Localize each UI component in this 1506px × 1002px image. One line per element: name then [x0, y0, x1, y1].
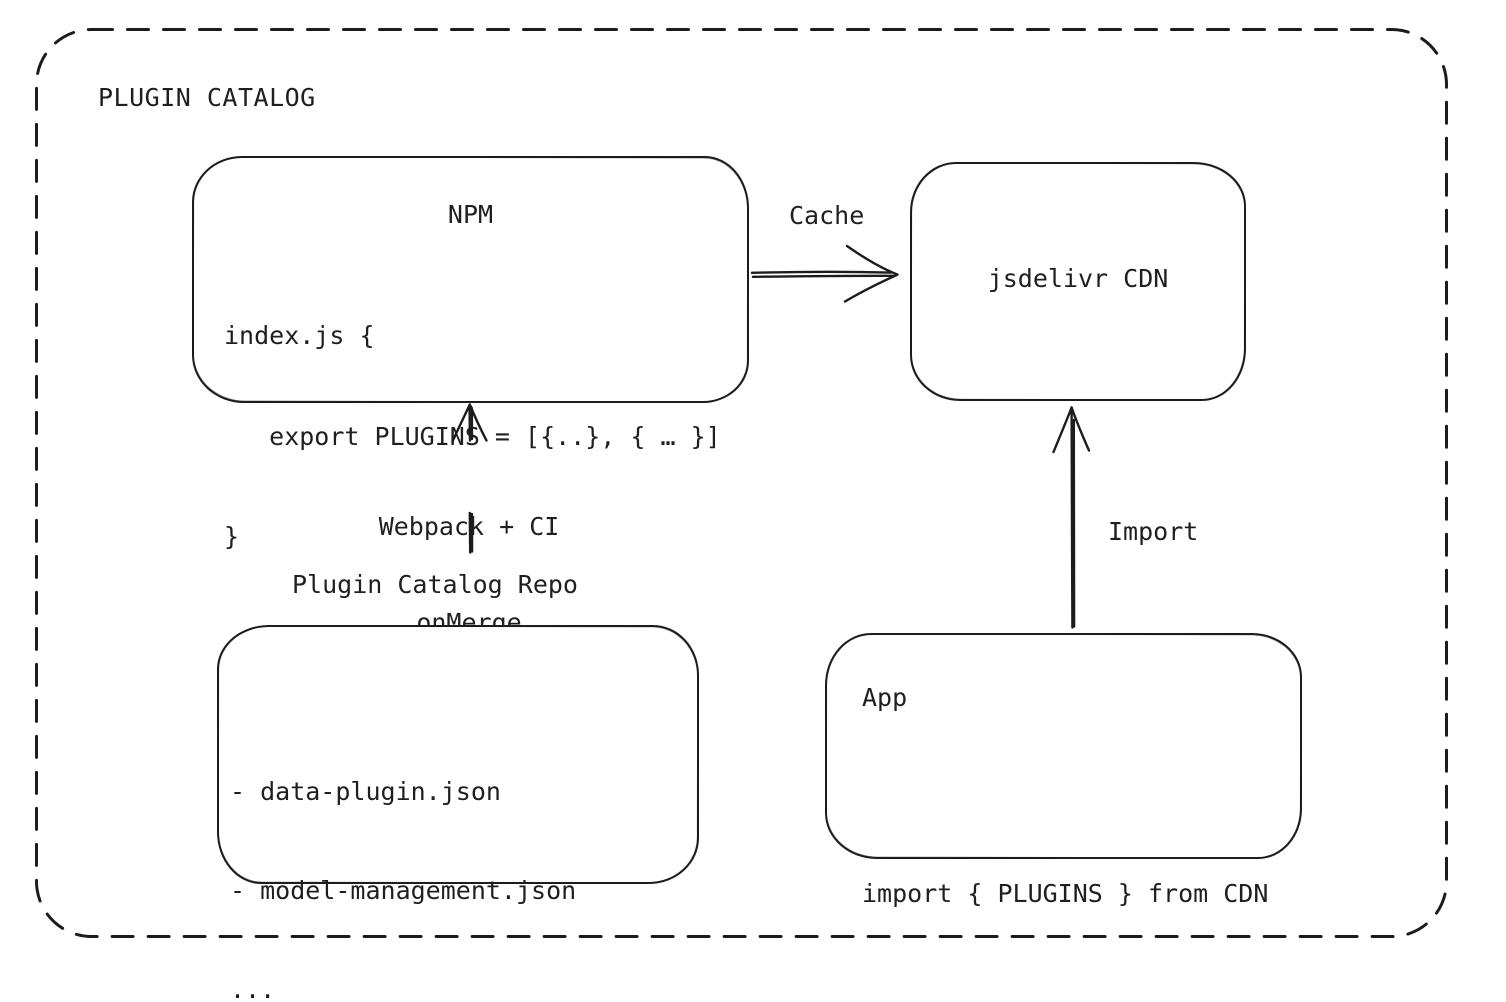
import-arrow-label: Import: [1108, 517, 1199, 546]
code-line: }: [224, 522, 240, 551]
cache-arrow[interactable]: [750, 244, 899, 303]
cache-arrow-shaft: [751, 274, 895, 278]
app-node-title: App: [862, 683, 908, 712]
repo-file-item: - model-management.json: [230, 876, 577, 905]
npm-node-title: NPM: [447, 200, 494, 229]
code-line: export PLUGINS = [{..}, { … }]: [224, 421, 721, 451]
code-line: index.js {: [224, 321, 375, 350]
import-arrow-shaft: [1070, 406, 1074, 629]
code-line: import { PLUGINS } from CDN: [862, 879, 1269, 908]
cdn-node[interactable]: jsdelivr CDN: [910, 162, 1246, 401]
frame-title: PLUGIN CATALOG: [98, 83, 316, 112]
npm-code-block: index.js { export PLUGINS = [{..}, { … }…: [224, 252, 721, 621]
repo-file-item: - data-plugin.json: [230, 777, 501, 806]
cache-arrow-label: Cache: [789, 201, 865, 230]
import-arrow[interactable]: [1052, 406, 1091, 629]
repo-file-item: ...: [230, 975, 276, 1002]
plugin-catalog-frame[interactable]: [35, 28, 1448, 938]
cache-arrow-shaft: [750, 270, 893, 274]
cache-arrowhead: [843, 244, 899, 303]
build-arrow-label-line: Webpack + CI: [378, 512, 560, 541]
build-arrow[interactable]: [451, 403, 488, 554]
app-node[interactable]: App import { PLUGINS } from CDN PLUGINS.…: [825, 633, 1302, 908]
cdn-node-label: jsdelivr CDN: [987, 264, 1169, 293]
repo-file-list: - data-plugin.json - model-management.js…: [230, 709, 576, 1002]
npm-node[interactable]: NPM index.js { export PLUGINS = [{..}, {…: [192, 156, 749, 551]
repo-node-label: Plugin Catalog Repo: [292, 570, 578, 599]
repo-node[interactable]: - data-plugin.json - model-management.js…: [217, 625, 699, 1002]
app-code-block: import { PLUGINS } from CDN PLUGINS.forE…: [862, 739, 1268, 1002]
